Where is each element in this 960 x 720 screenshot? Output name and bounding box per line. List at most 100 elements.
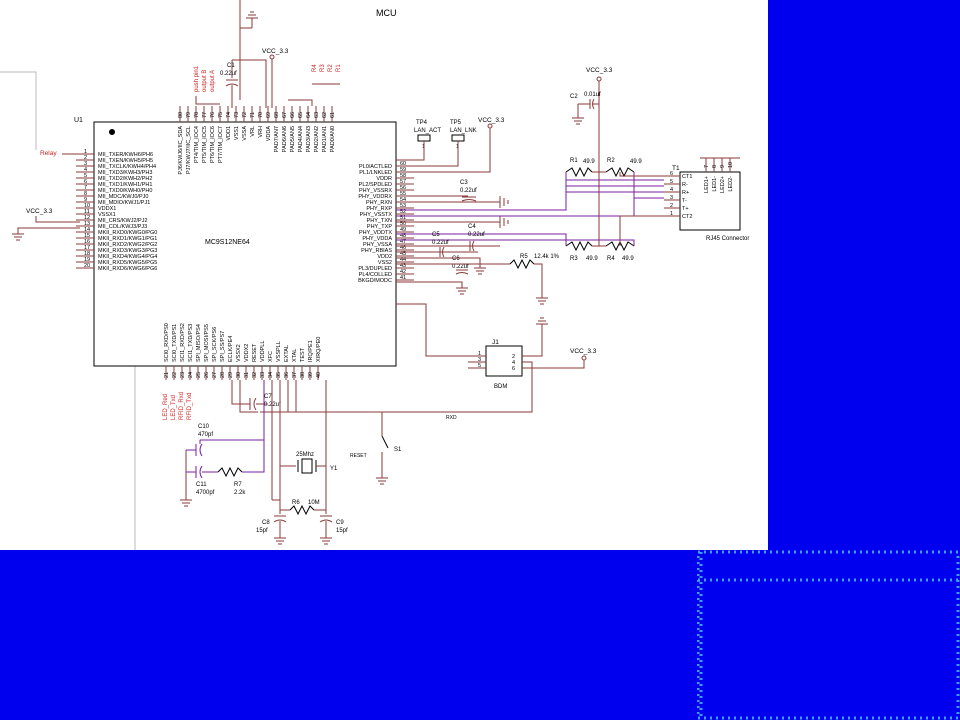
u1-bottom-pin-name: SPI_MISO/PS4 [196, 324, 202, 362]
c1-capacitor [225, 60, 239, 108]
u1-right-pin-name: PL2/SPDLED [359, 182, 392, 188]
c11-ref: C11 [196, 482, 207, 488]
c1-ref: C1 [227, 63, 235, 69]
s1-ref: S1 [394, 447, 402, 453]
t1-led-num: 9 [720, 165, 726, 168]
u1-left-pin-num: 10 [84, 203, 90, 209]
u1-top-pin-num: 70 [258, 112, 264, 118]
u1-bottom-pin-name: VSSPLL [276, 341, 282, 362]
rfid-rxd-label: RFID_Rxd [179, 392, 185, 420]
u1-left-pin-num: 15 [84, 233, 90, 239]
t1-led-name: LED1- [712, 176, 718, 192]
u1-left-pin-name: MII_TXD1/KWH1/PH1 [98, 182, 152, 188]
j1-pin-num: 2 [512, 354, 515, 360]
u1-top-pin-name: PAD6/AN6 [282, 126, 288, 152]
u1-right-pin-name: PHY_RBIAS [361, 248, 392, 254]
c9-capacitor [319, 515, 333, 545]
u1-top-pin-name: PT5/TIM_IOC5 [202, 126, 208, 163]
u1-left-pin-name: VSSX1 [98, 212, 116, 218]
u1-top-pin-num: 68 [274, 112, 280, 118]
u1-top-pin-name: PAD4/AN4 [298, 126, 304, 152]
u1-left-pin-name: MII_TXER/KWH6/PH6 [98, 152, 153, 158]
c2-ref: C2 [570, 94, 578, 100]
u1-left-pin-name: MKII_RXD1/KWG1/PG1 [98, 236, 157, 242]
s1-switch[interactable] [376, 412, 389, 485]
u1-bottom-pin-name: TEST [300, 347, 306, 362]
r2-ref: R2 [607, 158, 615, 164]
u1-bottom-pin-name: SCI1_TXD/PS3 [188, 324, 194, 362]
u1-top-pin-name: VDD1 [226, 126, 232, 141]
u1-bottom-pin-name: XFC [268, 351, 274, 362]
u1-left-pin-num: 17 [84, 245, 90, 251]
u1-right-pin-name: PHY_RXN [366, 200, 392, 206]
t1-pin-name: T+ [682, 206, 689, 212]
u1-left-pin-num: 3 [84, 161, 87, 167]
u1-top-pin-name: VRL [250, 126, 256, 137]
r2-value: 49.9 [630, 159, 642, 165]
u1-left-pin-name: MKII_RXD3/KWG3/PG3 [98, 248, 157, 254]
u1-left-pin-num: 11 [84, 209, 90, 215]
c3-ref: C3 [460, 180, 468, 186]
t1-pin-num: 1 [670, 211, 673, 217]
u1-bottom-pin-num: 26 [204, 372, 210, 378]
u1-left-pin-num: 13 [84, 221, 90, 227]
t1-pin-num: 4 [670, 187, 673, 193]
vcc-top-label: VCC_3.3 [262, 48, 289, 55]
u1-top-pin-num: 66 [290, 112, 296, 118]
c5-value: 0.22uf [432, 240, 449, 246]
u1-left-pin-name: MKII_RXD4/KWG4/PG4 [98, 254, 157, 260]
u1-right-pin-num: 43 [400, 263, 406, 269]
c4-ref: C4 [468, 224, 476, 230]
ground-symbol-pll [180, 499, 192, 507]
u1-right-pin-num: 41 [400, 275, 406, 281]
c10-value: 470pf [198, 432, 213, 438]
relay-net-label: Relay [40, 150, 57, 157]
u1-bottom-pin-num: 29 [228, 372, 234, 378]
u1-left-pin-num: 2 [84, 155, 87, 161]
r1-label: R1 [336, 64, 342, 72]
y1-ref: Y1 [330, 466, 338, 472]
u1-bottom-pin-name: XTAL [292, 349, 298, 362]
ground-symbol-c6 [474, 264, 486, 275]
u1-right-pin-name: PHY_VDDTX [359, 230, 392, 236]
c9-ref: C9 [336, 520, 344, 526]
r1-value: 49.9 [583, 159, 595, 165]
u1-top-pin-num: 65 [298, 112, 304, 118]
r1-resistor [565, 166, 593, 178]
u1-top-pin-num: 69 [266, 112, 272, 118]
r3-resistor [565, 240, 593, 252]
u1-ref: U1 [74, 117, 83, 124]
u1-right-pin-name: VSS2 [378, 260, 392, 266]
t1-pin-name: T- [682, 198, 687, 204]
u1-left-pin-name: MII_TXD2/KWH2/PH2 [98, 176, 152, 182]
t1-led-num: 7 [704, 165, 710, 168]
u1-bottom-pin-num: 24 [188, 372, 194, 378]
c10-capacitor [195, 440, 203, 457]
u1-top-pin-num: 67 [282, 112, 288, 118]
u1-left-pin-name: MKII_RXD6/KWG6/PG6 [98, 266, 157, 272]
u1-right-pin-name: PL3/DUPLED [358, 266, 392, 272]
u1-top-pin-name: PT7/TIM_IOC7 [218, 126, 224, 163]
u1-top-pin-name: PJ6/KWJ6/IIC_SDA [178, 126, 184, 175]
u1-left-pin-num: 9 [84, 197, 87, 203]
ground-symbol-left [12, 233, 24, 241]
j1-pin-num: 3 [478, 357, 481, 363]
c10-ref: C10 [198, 424, 210, 430]
vcc-bdm-label: VCC_3.3 [570, 348, 597, 355]
u1-top-pin-name: PAD7/AN7 [274, 126, 280, 152]
u1-right-pin-num: 48 [400, 233, 406, 239]
u1-top-pin-name: PT6/TIM_IOC6 [210, 126, 216, 163]
u1-right-pin-num: 55 [400, 191, 406, 197]
t1-pin-num: 6 [670, 171, 673, 177]
dotted-frame-decoration [697, 550, 960, 720]
t1-pin-name: CT1 [682, 174, 692, 180]
u1-right-pin-name: PHY_VSSA [363, 242, 392, 248]
c6-capacitor [455, 269, 469, 275]
u1-bottom-pin-num: 40 [316, 372, 322, 378]
u1-left-pin-name: MII_TXCLK/KWH4/PH4 [98, 164, 156, 170]
t1-body [679, 171, 741, 231]
tp5-name: LAN_LNK [450, 128, 477, 134]
j1-body [485, 345, 523, 377]
c4-capacitor [469, 240, 475, 252]
led-txd-label: LED_Txd [171, 395, 177, 420]
